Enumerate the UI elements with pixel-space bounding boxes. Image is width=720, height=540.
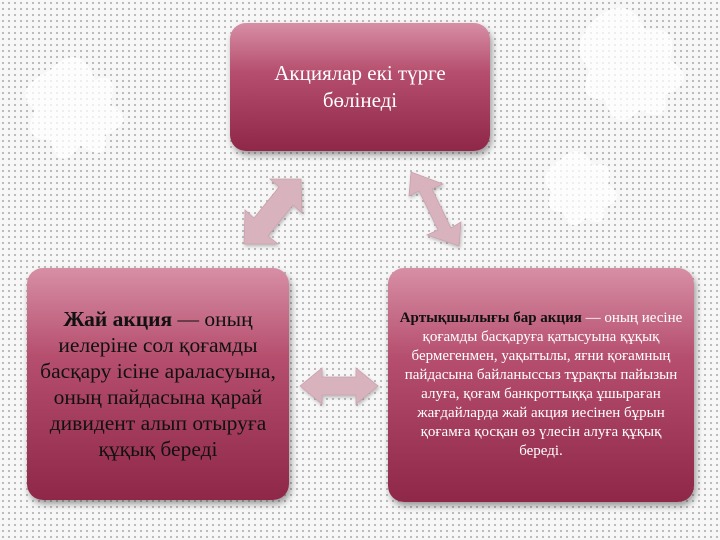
preferred-share-box: Артықшылығы бар акция — оның иесіне қоға…	[388, 268, 694, 502]
common-share-description: Жай акция — оның иелеріне сол қоғамды ба…	[33, 306, 283, 462]
preferred-share-description: Артықшылығы бар акция — оның иесіне қоға…	[398, 309, 684, 461]
common-share-text: — оның иелеріне сол қоғамды басқару ісін…	[40, 307, 276, 461]
common-share-term: Жай акция	[63, 307, 173, 331]
title-box-text: Акциялар екі түрге бөлінеді	[274, 61, 446, 112]
common-share-box: Жай акция — оның иелеріне сол қоғамды ба…	[27, 268, 289, 500]
title-box: Акциялар екі түрге бөлінеді	[230, 23, 490, 151]
preferred-share-text: — оның иесіне қоғамды басқаруға қатысуын…	[404, 310, 683, 459]
preferred-share-term: Артықшылығы бар акция	[399, 310, 582, 326]
